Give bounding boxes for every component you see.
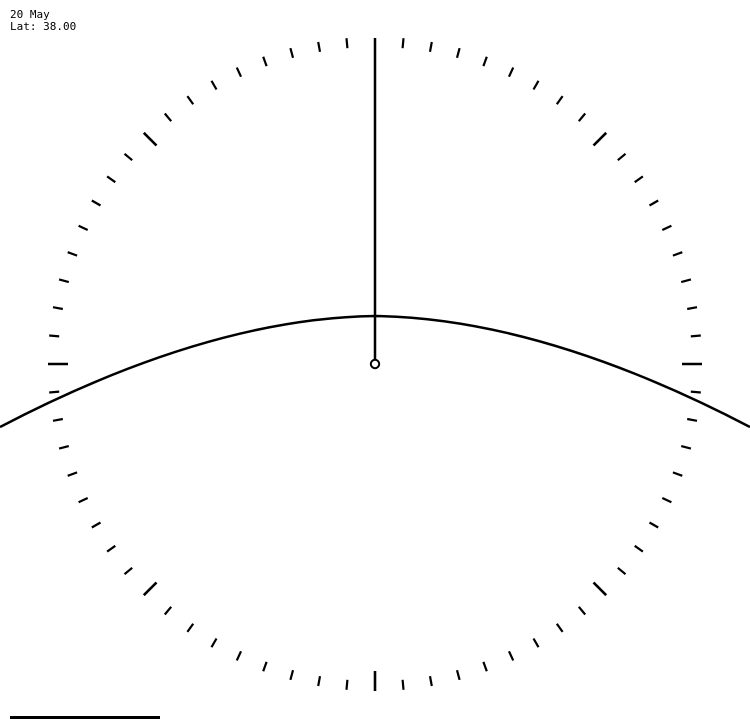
hour-tick — [690, 334, 701, 338]
hour-tick — [577, 112, 587, 122]
hour-tick — [661, 497, 672, 504]
latitude-label: Lat: 38.00 — [10, 20, 77, 33]
hour-tick — [317, 41, 322, 52]
hour-tick — [106, 175, 116, 184]
hour-tick — [106, 544, 116, 553]
hour-tick — [577, 606, 587, 616]
hour-tick — [163, 606, 173, 616]
hour-tick — [555, 623, 564, 633]
hour-tick — [262, 661, 268, 672]
hour-tick — [634, 544, 644, 553]
hour-tick — [78, 497, 89, 504]
hour-tick — [142, 581, 158, 597]
hour-tick — [210, 637, 218, 648]
hour-tick — [78, 224, 89, 231]
hour-tick — [672, 251, 683, 257]
hour-tick — [508, 650, 515, 661]
hour-tick — [235, 67, 242, 78]
hour-tick — [58, 444, 70, 450]
hour-tick — [317, 676, 322, 687]
hour-tick — [401, 38, 405, 49]
hour-tick — [687, 306, 698, 311]
hour-tick — [91, 521, 102, 529]
hour-tick — [532, 637, 540, 648]
hour-tick — [52, 417, 63, 422]
hour-tick — [235, 650, 242, 661]
hour-tick — [648, 521, 659, 529]
hour-tick — [67, 471, 78, 477]
hour-tick — [555, 95, 564, 105]
hour-tick — [123, 566, 133, 576]
hour-tick — [617, 152, 627, 162]
hour-tick — [142, 131, 158, 147]
hour-tick — [401, 679, 405, 690]
hour-tick — [49, 390, 60, 394]
hour-tick — [455, 47, 461, 59]
hour-tick — [455, 669, 461, 681]
hour-tick — [345, 679, 349, 690]
hour-tick — [680, 278, 692, 284]
scale-bar — [10, 716, 160, 719]
hour-tick — [687, 417, 698, 422]
hour-tick-ring — [48, 38, 702, 691]
hour-tick — [67, 251, 78, 257]
center-pivot-icon — [369, 358, 381, 370]
hour-tick — [289, 669, 295, 681]
hour-tick — [661, 224, 672, 231]
hour-tick — [592, 581, 608, 597]
hour-tick — [428, 41, 433, 52]
hour-tick — [648, 199, 659, 207]
hour-tick — [672, 471, 683, 477]
hour-tick — [58, 278, 70, 284]
hour-tick — [482, 661, 488, 672]
hour-tick — [123, 152, 133, 162]
date-label: 20 May — [10, 8, 50, 21]
hour-tick — [289, 47, 295, 59]
hour-tick — [508, 67, 515, 78]
hour-tick — [428, 676, 433, 687]
hour-tick — [186, 623, 195, 633]
hour-tick — [186, 95, 195, 105]
hour-tick — [532, 80, 540, 91]
hour-tick — [210, 80, 218, 91]
hour-tick — [592, 131, 608, 147]
hour-tick — [345, 38, 349, 49]
hour-tick — [680, 444, 692, 450]
hour-tick — [163, 112, 173, 122]
hour-tick — [262, 56, 268, 67]
hour-tick — [91, 199, 102, 207]
hour-tick — [690, 390, 701, 394]
hour-tick — [634, 175, 644, 184]
hour-tick — [52, 306, 63, 311]
info-panel: 20 May Lat: 38.00 — [10, 9, 76, 33]
hour-tick — [617, 566, 627, 576]
hour-tick — [482, 56, 488, 67]
hour-tick — [49, 334, 60, 338]
